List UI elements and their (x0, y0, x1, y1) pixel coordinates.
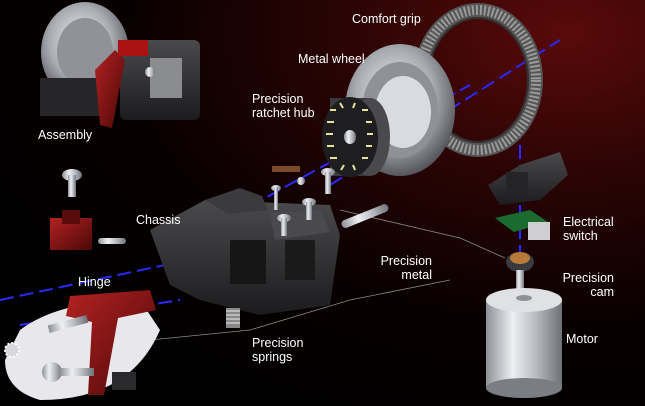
screw-icon (62, 169, 82, 197)
switch-housing (488, 152, 568, 205)
label-metal-wheel: Metal wheel (298, 52, 365, 66)
label-ratchet-hub-line-2: ratchet hub (252, 106, 315, 120)
precision-cam (506, 252, 534, 292)
leader-lines (149, 209, 506, 341)
metal-pin (341, 204, 389, 228)
spring-icon (226, 308, 240, 328)
lever-assembly (5, 290, 160, 400)
pin-icon (272, 166, 305, 185)
label-switch-line-1: Electrical (563, 215, 614, 229)
label-springs-line-2: springs (252, 350, 293, 364)
label-precision-cam: Precision cam (560, 271, 614, 299)
label-cam-line-1: Precision (562, 271, 614, 285)
label-motor: Motor (566, 332, 598, 346)
screw-icon (302, 198, 316, 220)
leader-line-springs (149, 279, 451, 341)
label-switch-line-2: switch (563, 229, 598, 243)
label-assembly: Assembly (38, 128, 93, 142)
axis-line-wheel (179, 84, 471, 246)
screw-icon (321, 168, 335, 194)
label-ratchet-hub: Precision ratchet hub (252, 92, 315, 120)
label-comfort-grip: Comfort grip (352, 12, 421, 26)
screw-icon (271, 185, 281, 210)
label-precision-metal: Precision metal (356, 254, 432, 282)
label-ratchet-hub-line-1: Precision (252, 92, 304, 106)
assembly-illustration (40, 2, 200, 128)
electrical-switch (495, 210, 550, 240)
label-cam-line-2: cam (590, 285, 614, 299)
hinge-part (50, 210, 126, 250)
label-hinge: Hinge (78, 275, 111, 289)
gear-icon (4, 342, 20, 358)
ratchet-hub (322, 97, 390, 177)
label-chassis: Chassis (136, 213, 181, 227)
label-precision-metal-line-2: metal (401, 268, 432, 282)
label-electrical-switch: Electrical switch (563, 215, 614, 243)
motor-can (486, 288, 562, 398)
label-precision-metal-line-1: Precision (380, 254, 432, 268)
screw-icon (277, 214, 291, 236)
leader-line-metal (339, 209, 506, 259)
label-precision-springs: Precision springs (252, 336, 303, 364)
label-springs-line-1: Precision (252, 336, 304, 350)
